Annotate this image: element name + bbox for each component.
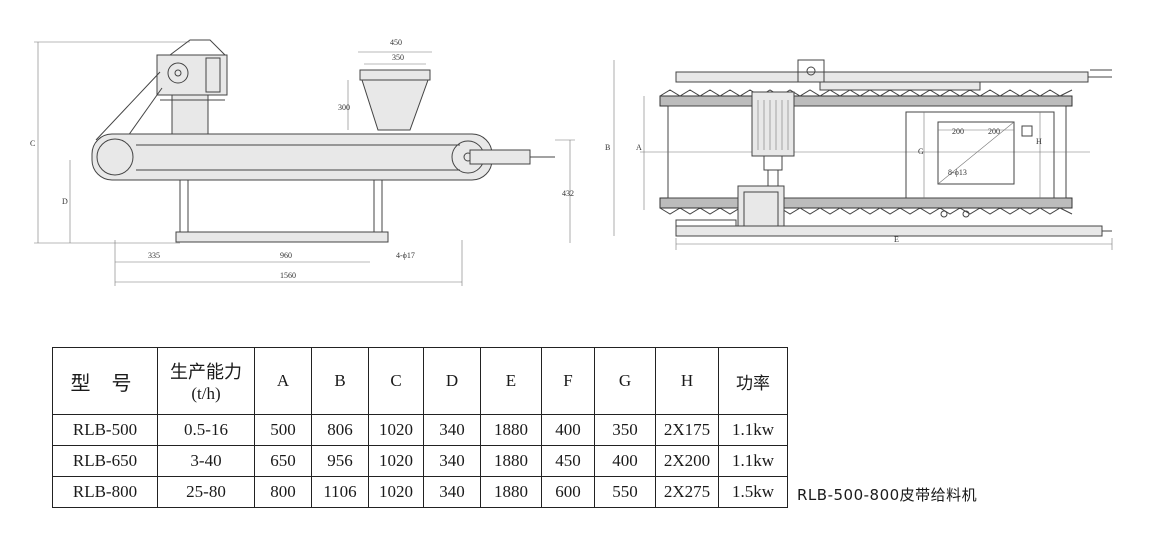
dim-960: 960 xyxy=(280,251,292,260)
cell-b: 1106 xyxy=(311,476,369,508)
cell-c: 1020 xyxy=(368,414,424,446)
cell-g: 400 xyxy=(594,445,656,477)
table-header-row: 型 号 生产能力 (t/h) A B C D E F G H 功率 xyxy=(52,347,788,415)
cell-model: RLB-800 xyxy=(52,476,158,508)
dim-h: H xyxy=(1036,137,1042,146)
cell-h: 2X175 xyxy=(655,414,719,446)
cell-c: 1020 xyxy=(368,476,424,508)
technical-drawing: C D 450 350 300 xyxy=(30,38,1113,286)
cell-b: 806 xyxy=(311,414,369,446)
dim-g: G xyxy=(918,147,924,156)
cell-a: 800 xyxy=(254,476,312,508)
header-power: 功率 xyxy=(718,347,788,415)
dim-450: 450 xyxy=(390,38,402,47)
dim-c: C xyxy=(30,139,35,148)
header-capacity: 生产能力 (t/h) xyxy=(157,347,255,415)
cell-model: RLB-500 xyxy=(52,414,158,446)
cell-capacity: 0.5-16 xyxy=(157,414,255,446)
table-row: RLB-500 0.5-16 500 806 1020 340 1880 400… xyxy=(52,414,788,446)
cell-capacity: 3-40 xyxy=(157,445,255,477)
header-a: A xyxy=(254,347,312,415)
table-row: RLB-800 25-80 800 1106 1020 340 1880 600… xyxy=(52,476,788,508)
header-e: E xyxy=(480,347,542,415)
cell-model: RLB-650 xyxy=(52,445,158,477)
cell-power: 1.5kw xyxy=(718,476,788,508)
cell-d: 340 xyxy=(423,414,481,446)
cell-b: 956 xyxy=(311,445,369,477)
dim-1560: 1560 xyxy=(280,271,296,280)
dim-hole: 8-ϕ13 xyxy=(948,168,967,177)
dim-200b: 200 xyxy=(988,127,1000,136)
dim-d: D xyxy=(62,197,68,206)
cell-capacity: 25-80 xyxy=(157,476,255,508)
cell-f: 600 xyxy=(541,476,595,508)
header-model: 型 号 xyxy=(52,347,158,415)
dim-335: 335 xyxy=(148,251,160,260)
cell-d: 340 xyxy=(423,445,481,477)
dim-b: B xyxy=(605,143,610,152)
cell-g: 350 xyxy=(594,414,656,446)
plan-view: B A xyxy=(605,59,1113,250)
cell-e: 1880 xyxy=(480,445,542,477)
cell-f: 400 xyxy=(541,414,595,446)
cell-a: 650 xyxy=(254,445,312,477)
cell-e: 1880 xyxy=(480,476,542,508)
side-elevation-view: C D 450 350 300 xyxy=(30,38,575,286)
table-row: RLB-650 3-40 650 956 1020 340 1880 450 4… xyxy=(52,445,788,477)
cell-e: 1880 xyxy=(480,414,542,446)
cell-h: 2X275 xyxy=(655,476,719,508)
header-d: D xyxy=(423,347,481,415)
header-b: B xyxy=(311,347,369,415)
cell-power: 1.1kw xyxy=(718,414,788,446)
cell-f: 450 xyxy=(541,445,595,477)
dim-bolt: 4-ϕ17 xyxy=(396,251,415,260)
cell-power: 1.1kw xyxy=(718,445,788,477)
cell-c: 1020 xyxy=(368,445,424,477)
cell-h: 2X200 xyxy=(655,445,719,477)
header-c: C xyxy=(368,347,424,415)
header-g: G xyxy=(594,347,656,415)
dim-432: 432 xyxy=(562,189,574,198)
header-h: H xyxy=(655,347,719,415)
figure-caption: RLB-500-800皮带给料机 xyxy=(797,486,978,504)
cell-g: 550 xyxy=(594,476,656,508)
dim-a: A xyxy=(636,143,642,152)
spec-table: 型 号 生产能力 (t/h) A B C D E F G H 功率 RLB-50… xyxy=(52,347,788,508)
header-f: F xyxy=(541,347,595,415)
cell-a: 500 xyxy=(254,414,312,446)
dim-300: 300 xyxy=(338,103,350,112)
cell-d: 340 xyxy=(423,476,481,508)
dim-e: E xyxy=(894,235,899,244)
dim-200a: 200 xyxy=(952,127,964,136)
dim-350: 350 xyxy=(392,53,404,62)
